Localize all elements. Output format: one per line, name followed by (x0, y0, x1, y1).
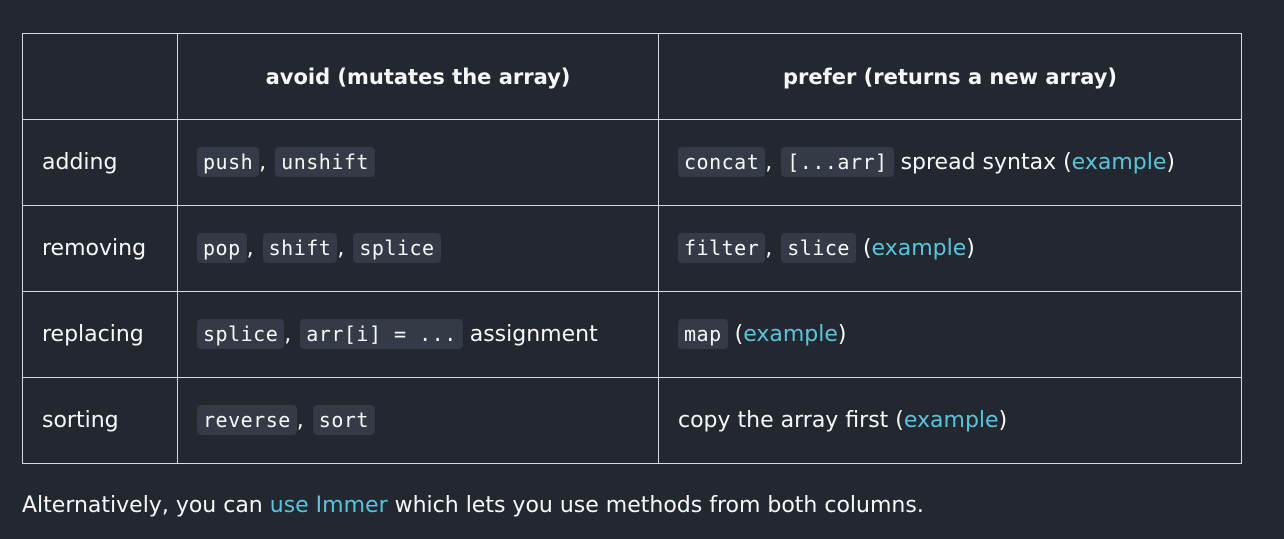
method-code: map (678, 319, 728, 349)
prefer-text: copy the array first ( (678, 408, 904, 433)
prefer-cell: filter, slice (example) (658, 205, 1242, 292)
table-row: sorting reverse, sort copy the array fir… (22, 377, 1242, 464)
avoid-cell: pop, shift, splice (177, 205, 659, 292)
method-code: sort (312, 405, 375, 435)
method-code: concat (678, 147, 766, 177)
header-prefer: prefer (returns a new array) (658, 33, 1242, 120)
header-avoid: avoid (mutates the array) (177, 33, 659, 120)
prefer-text: spread syntax ( (893, 150, 1072, 175)
avoid-cell: push, unshift (177, 119, 659, 206)
use-immer-link[interactable]: use Immer (269, 493, 388, 518)
note-text-before: Alternatively, you can (22, 493, 270, 518)
example-link[interactable]: example (903, 408, 999, 433)
close-paren: ) (837, 322, 847, 347)
table-header-row: avoid (mutates the array) prefer (return… (22, 33, 1242, 120)
prefer-cell: concat, [...arr] spread syntax (example) (658, 119, 1242, 206)
avoid-cell: reverse, sort (177, 377, 659, 464)
method-code: unshift (275, 147, 375, 177)
prefer-cell: map (example) (658, 291, 1242, 378)
method-code: arr[i] = ... (300, 319, 463, 349)
avoid-cell: splice, arr[i] = ... assignment (177, 291, 659, 378)
method-code: splice (353, 233, 441, 263)
method-code: pop (197, 233, 247, 263)
array-methods-table: avoid (mutates the array) prefer (return… (22, 33, 1242, 464)
example-link[interactable]: example (871, 236, 967, 261)
close-paren: ) (998, 408, 1008, 433)
row-label: adding (22, 119, 178, 206)
table-row: removing pop, shift, splice filter, slic… (22, 205, 1242, 292)
table-row: adding push, unshift concat, [...arr] sp… (22, 119, 1242, 206)
method-code: [...arr] (781, 147, 894, 177)
note-text-after: which lets you use methods from both col… (387, 493, 924, 518)
method-code: reverse (197, 405, 297, 435)
prefer-text: ( (727, 322, 744, 347)
method-code: slice (781, 233, 856, 263)
example-link[interactable]: example (743, 322, 838, 347)
method-code: push (197, 147, 260, 177)
row-label: removing (22, 205, 178, 292)
example-link[interactable]: example (1071, 150, 1167, 175)
alternative-note: Alternatively, you can use Immer which l… (22, 493, 924, 518)
row-label: replacing (22, 291, 178, 378)
method-code: splice (197, 319, 285, 349)
table-row: replacing splice, arr[i] = ... assignmen… (22, 291, 1242, 378)
avoid-suffix: assignment (462, 322, 598, 347)
prefer-text: ( (855, 236, 872, 261)
row-label: sorting (22, 377, 178, 464)
prefer-cell: copy the array first (example) (658, 377, 1242, 464)
close-paren: ) (966, 236, 975, 261)
header-empty (22, 33, 178, 120)
main-content: avoid (mutates the array) prefer (return… (22, 33, 1242, 464)
close-paren: ) (1166, 150, 1175, 175)
method-code: filter (678, 233, 766, 263)
method-code: shift (262, 233, 338, 263)
